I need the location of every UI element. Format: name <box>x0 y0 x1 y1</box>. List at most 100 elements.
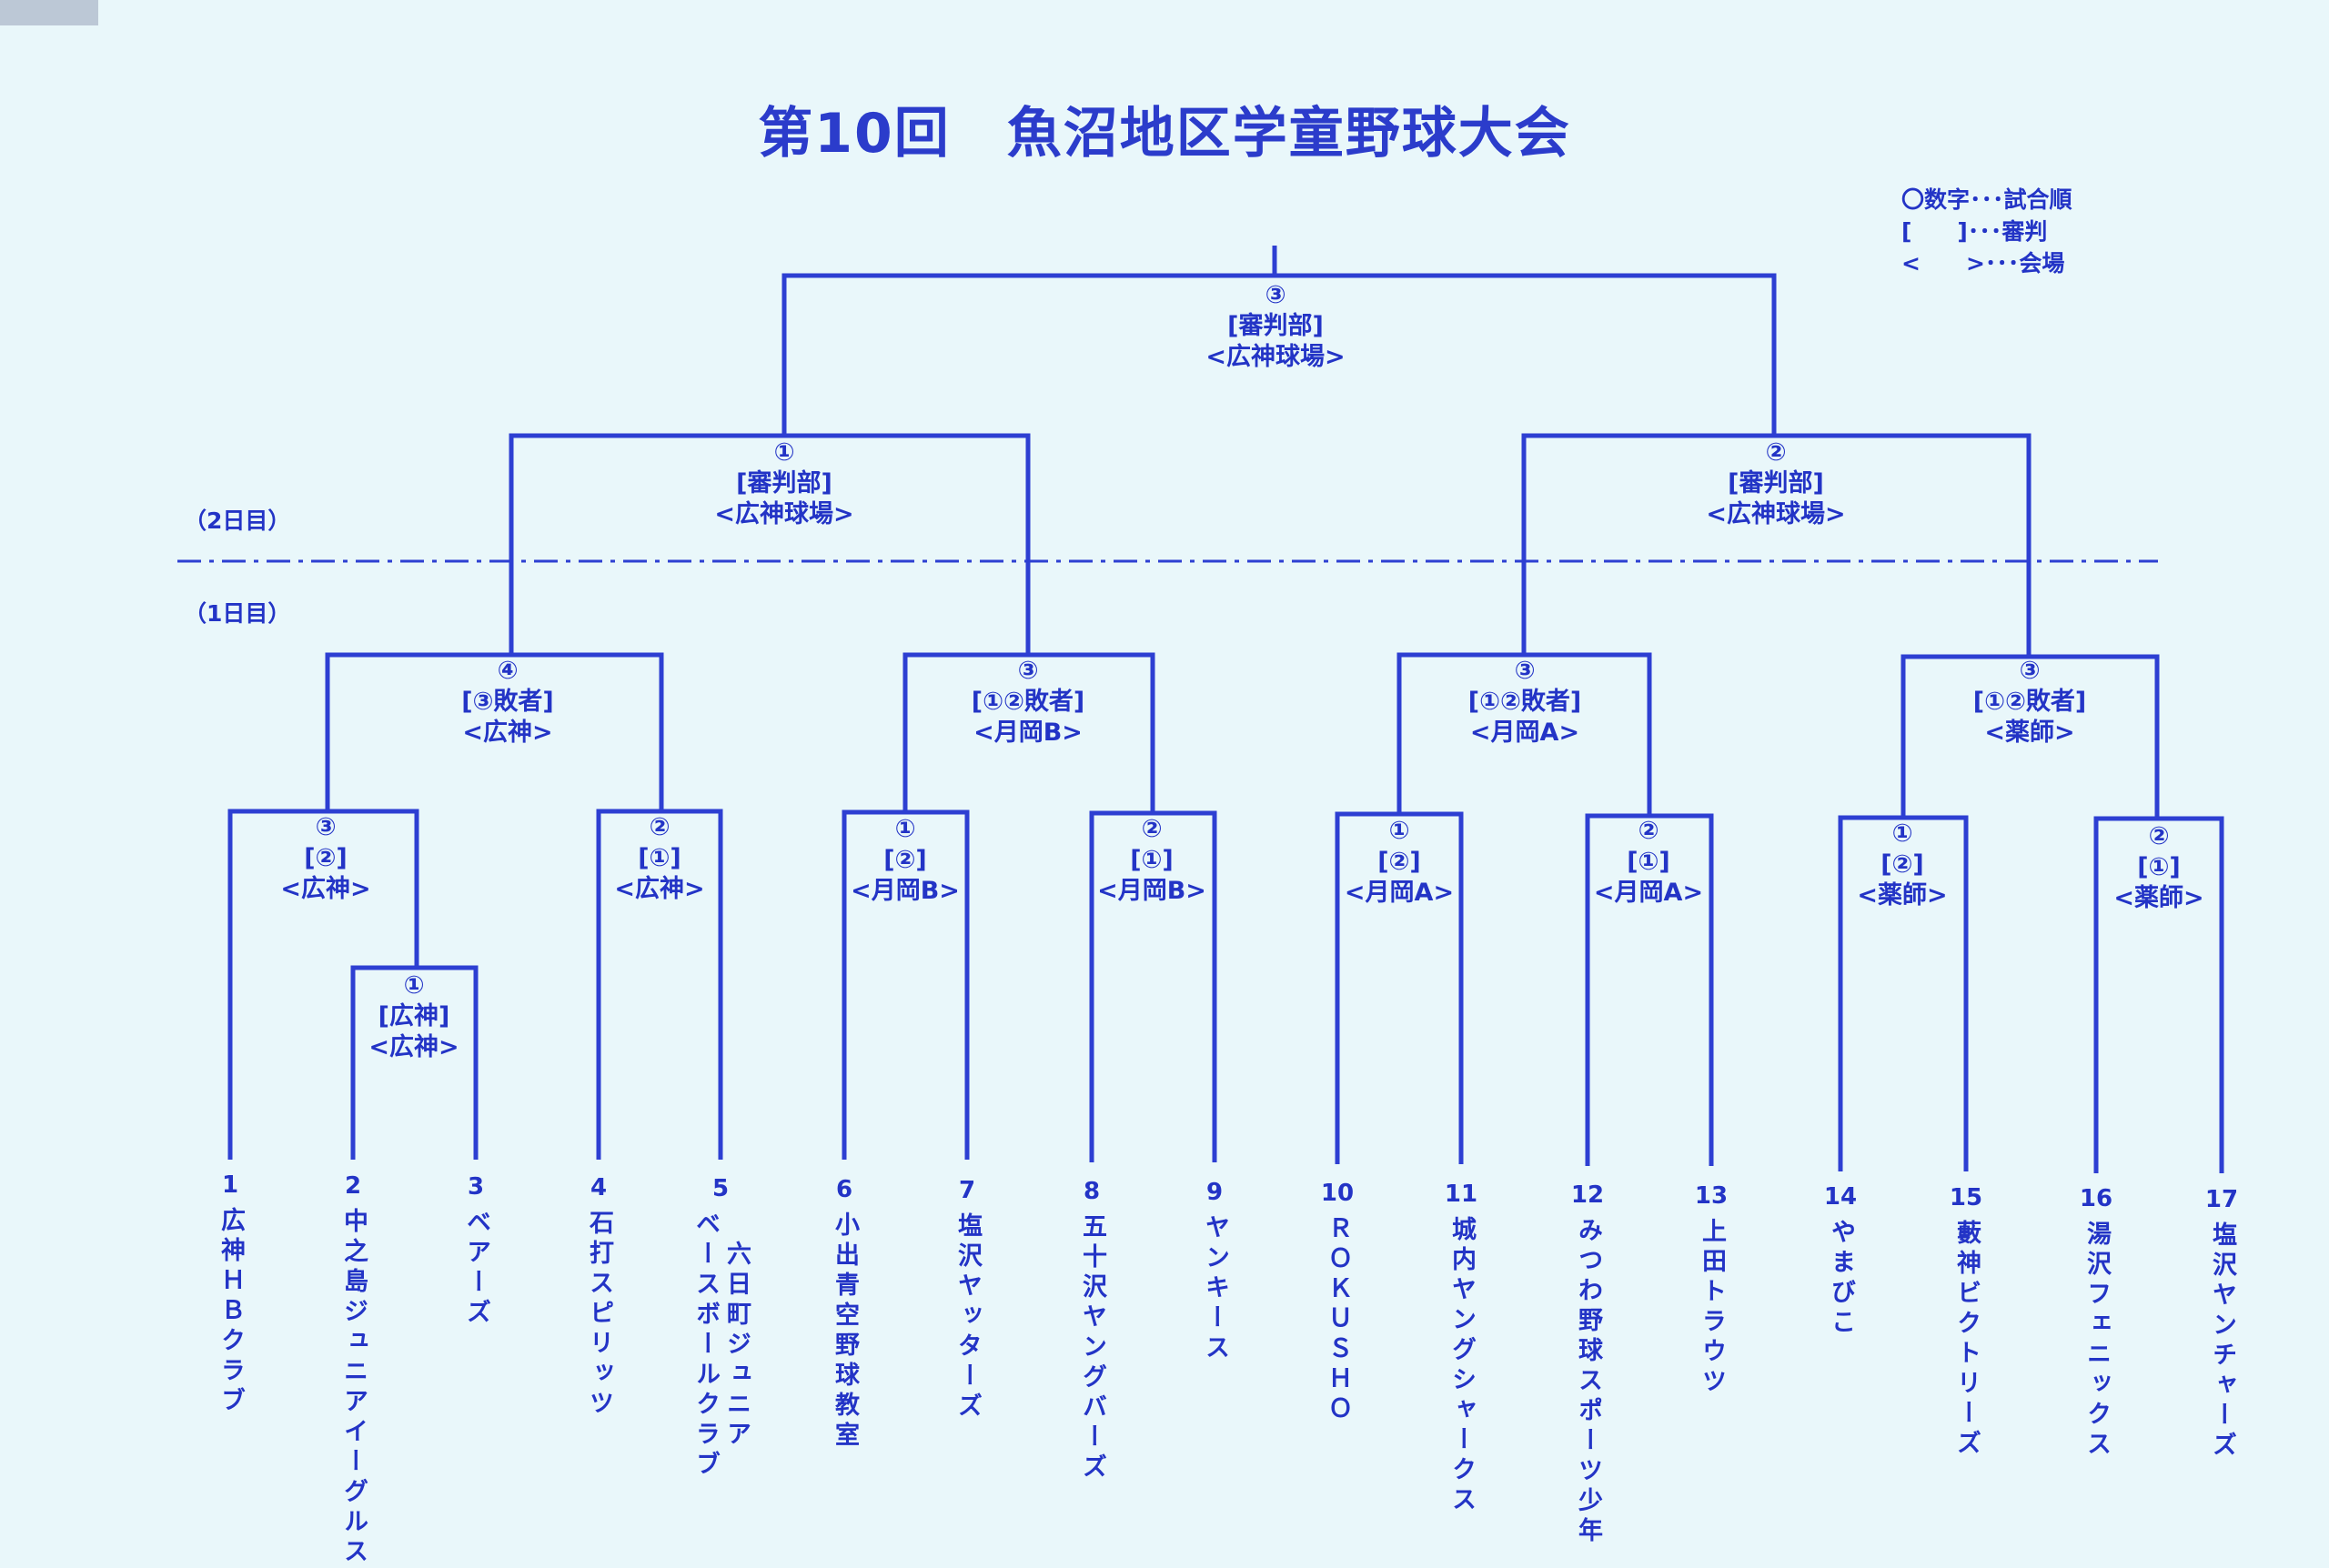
match-semi-left: ① [審判部] <広神球場> <box>648 437 921 530</box>
team-name-line: 湯沢フェニックス <box>2082 1221 2111 1461</box>
match-r1-1011: ① [②] <月岡A> <box>1263 816 1536 909</box>
team-name-line: ベアーズ <box>462 1209 490 1329</box>
team-name-line: 五十沢ヤングバーズ <box>1078 1213 1106 1483</box>
team-name: 湯沢フェニックス <box>2069 1221 2123 1461</box>
legend-order: 〇数字･･･試合順 <box>1901 186 2072 213</box>
match-r1-1213: ② [①] <月岡A> <box>1512 816 1785 909</box>
team-number: 9 <box>1205 1179 1224 1206</box>
legend-umpire: [ ]･･･審判 <box>1901 218 2048 245</box>
team-name-line: 広神ＨＢクラブ <box>217 1207 245 1417</box>
team-number: 7 <box>958 1177 976 1204</box>
match-umpire: [審判部] <box>1227 312 1324 340</box>
bracket-wires <box>227 246 2224 1173</box>
team-number: 13 <box>1694 1182 1729 1210</box>
match-venue: <月岡B> <box>1097 877 1206 905</box>
team-name: 塩沢ヤンチャーズ <box>2194 1221 2249 1462</box>
team-number: 12 <box>1570 1181 1605 1209</box>
team-number: 3 <box>467 1173 485 1201</box>
team-number: 14 <box>1823 1183 1858 1211</box>
r1-1415-bracket <box>1838 815 1969 1171</box>
match-r1-89: ② [①] <月岡B> <box>1015 814 1288 907</box>
q2-bracket <box>902 652 1155 811</box>
team-number: 2 <box>344 1172 362 1200</box>
match-semi-right: ② [審判部] <広神球場> <box>1639 437 1912 530</box>
match-venue: <広神球場> <box>1205 343 1346 371</box>
match-venue: <月岡B> <box>851 877 960 905</box>
r1-89-bracket <box>1089 810 1217 1162</box>
r1-45-bracket <box>596 809 723 1160</box>
match-q3: ③ [①②敗者] <月岡A> <box>1388 656 1661 749</box>
r1-1213-bracket <box>1585 813 1714 1166</box>
match-order: ③ <box>1017 657 1039 685</box>
team-name-line: 六日町ジュニア <box>722 1241 751 1451</box>
team-entry: 8 五十沢ヤングバーズ <box>1064 1175 1119 1483</box>
match-r1-1617: ② [①] <薬師> <box>2022 821 2295 914</box>
match-umpire: [③敗者] <box>461 688 554 716</box>
team-name: 六日町ジュニアベースボールクラブ <box>691 1211 751 1481</box>
team-name-line: やまびこ <box>1827 1219 1855 1339</box>
day1-label: （1日目） <box>184 600 291 627</box>
match-order: ① <box>1891 819 1913 848</box>
corner-shadow <box>0 0 98 25</box>
r1-67-bracket <box>842 809 970 1160</box>
team-name-line: 塩沢ヤンチャーズ <box>2208 1221 2236 1462</box>
team-number: 4 <box>590 1174 608 1201</box>
match-umpire: [②] <box>304 844 348 872</box>
r0-23-bracket <box>350 965 479 1160</box>
match-venue: <広神球場> <box>714 500 854 528</box>
match-order: ① <box>773 438 795 467</box>
team-name: 広神ＨＢクラブ <box>203 1207 257 1417</box>
match-q4: ③ [①②敗者] <薬師> <box>1893 656 2166 749</box>
match-umpire: [①] <box>2137 853 2181 881</box>
team-name: 城内ヤングシャークス <box>1434 1216 1488 1516</box>
team-name-line: 小出青空野球教室 <box>831 1211 859 1452</box>
match-venue: <月岡B> <box>973 719 1083 747</box>
match-order: ④ <box>497 657 519 685</box>
team-entry: 4 石打スピリッツ <box>571 1171 626 1420</box>
team-name-line: 城内ヤングシャークス <box>1447 1216 1476 1516</box>
match-order: ③ <box>1265 281 1286 309</box>
r1-13-bracket <box>227 809 419 1160</box>
match-venue: <広神> <box>614 875 705 903</box>
team-entry: 12 みつわ野球スポーツ少年 <box>1560 1179 1615 1547</box>
match-umpire: [②] <box>1880 850 1924 879</box>
match-venue: <薬師> <box>2113 884 2204 912</box>
team-number: 8 <box>1083 1178 1101 1205</box>
team-name-line: ベースボールクラブ <box>691 1211 720 1481</box>
match-venue: <月岡A> <box>1593 879 1704 907</box>
team-name-line: ヤンキース <box>1201 1214 1229 1364</box>
match-order: ① <box>403 971 425 1000</box>
team-entry: 14 やまびこ <box>1813 1181 1868 1339</box>
team-name: みつわ野球スポーツ少年 <box>1560 1217 1615 1547</box>
team-name-line: 石打スピリッツ <box>585 1210 613 1420</box>
team-entry: 9 ヤンキース <box>1187 1176 1242 1364</box>
team-name: やまびこ <box>1813 1219 1868 1339</box>
match-venue: <広神> <box>368 1033 459 1061</box>
match-umpire: [②] <box>1377 848 1421 876</box>
match-umpire: [①②敗者] <box>1972 688 2087 716</box>
match-order: ③ <box>315 813 337 841</box>
team-entry: 5 六日町ジュニアベースボールクラブ <box>691 1172 751 1481</box>
team-name: 中之島ジュニアイーグルス <box>326 1208 380 1568</box>
team-name: 小出青空野球教室 <box>817 1211 872 1452</box>
team-number: 5 <box>711 1175 730 1202</box>
team-name: ＲＯＫＵＳＨＯ <box>1310 1215 1365 1425</box>
team-name: 石打スピリッツ <box>571 1210 626 1420</box>
match-r1-13: ③ [②] <広神> <box>189 812 462 905</box>
legend-venue: < >･･･会場 <box>1901 250 2065 276</box>
match-r1-1415: ① [②] <薬師> <box>1766 819 2039 911</box>
r1-1011-bracket <box>1335 811 1464 1164</box>
semi-left-bracket <box>509 433 1031 655</box>
match-venue: <広神球場> <box>1706 500 1846 528</box>
match-venue: <薬師> <box>1857 881 1948 910</box>
page-title: 第10回 魚沼地区学童野球大会 <box>758 102 1571 166</box>
team-name-line: 塩沢ヤッターズ <box>953 1212 982 1422</box>
match-umpire: [①] <box>1627 848 1670 876</box>
